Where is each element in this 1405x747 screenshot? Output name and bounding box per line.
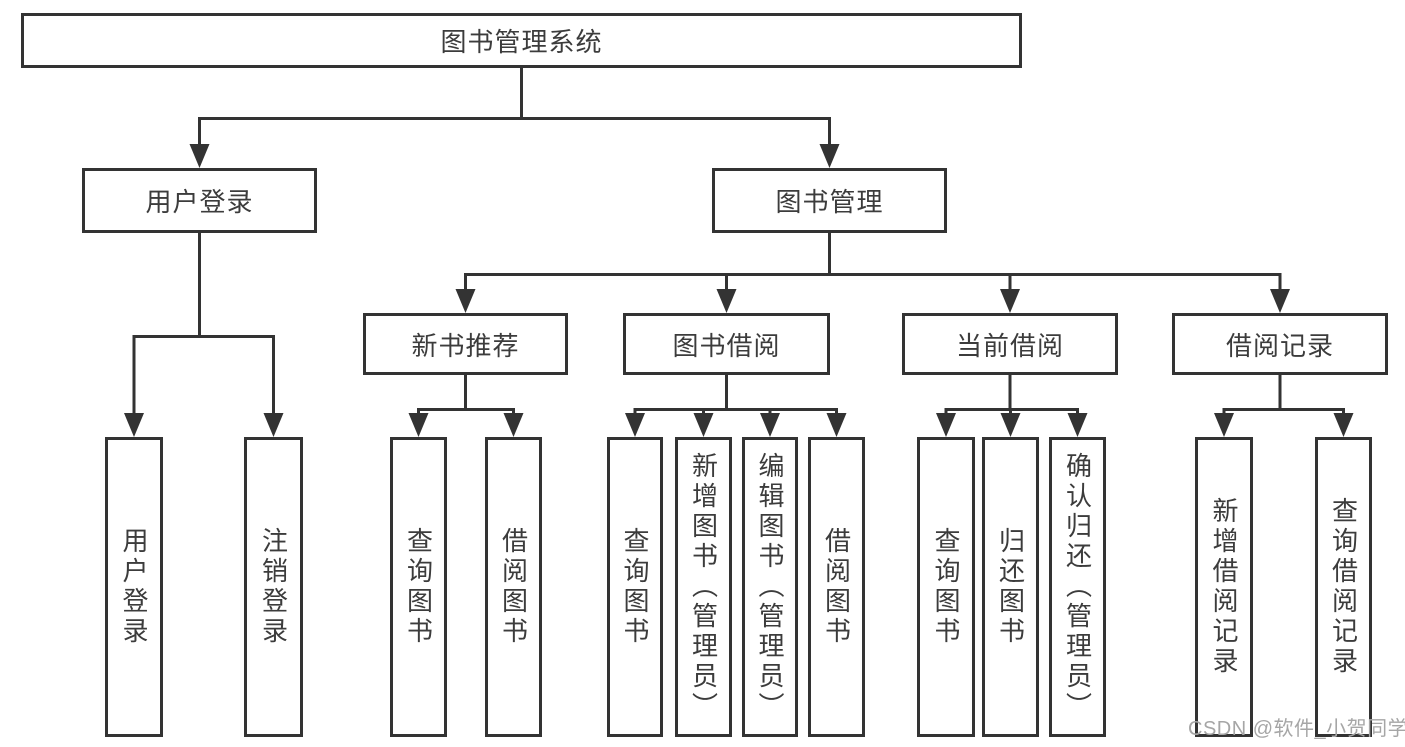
node-current-borrowing: 当前借阅 <box>902 313 1118 375</box>
node-book-management: 图书管理 <box>712 168 947 233</box>
arrowheads-leaves <box>124 413 1354 437</box>
leaf-query-borrow-record: 查询借阅记录 <box>1315 437 1372 737</box>
connector-new-book-recommendation-to-children <box>417 375 515 414</box>
leaf-query-books-recommendation: 查询图书 <box>390 437 447 737</box>
connector-user-login-to-children <box>132 233 275 414</box>
node-library-system: 图书管理系统 <box>21 13 1022 68</box>
connector-book-borrowing-to-children <box>633 375 838 414</box>
leaf-borrow-books-recommendation: 借阅图书 <box>485 437 542 737</box>
leaf-user-login: 用户登录 <box>105 437 163 737</box>
leaf-logout: 注销登录 <box>244 437 303 737</box>
arrowheads-level2 <box>189 144 840 168</box>
connector-root-to-level2 <box>198 68 831 146</box>
connector-borrowing-records-to-children <box>1222 375 1345 414</box>
connector-current-borrowing-to-children <box>944 375 1079 414</box>
connector-book-management-to-level3 <box>464 233 1282 290</box>
watermark: CSDN @软件_小贺同学 <box>1188 718 1405 740</box>
leaf-add-books-admin: 新增图书（管理员） <box>675 437 732 737</box>
leaf-query-books-current: 查询图书 <box>917 437 975 737</box>
leaf-return-books: 归还图书 <box>982 437 1039 737</box>
leaf-add-borrow-record: 新增借阅记录 <box>1195 437 1253 737</box>
node-user-login: 用户登录 <box>82 168 317 233</box>
arrowheads-level3 <box>455 289 1290 313</box>
leaf-edit-books-admin: 编辑图书（管理员） <box>742 437 798 737</box>
leaf-borrow-books-borrowing: 借阅图书 <box>808 437 865 737</box>
node-book-borrowing: 图书借阅 <box>623 313 830 375</box>
leaf-query-books-borrowing: 查询图书 <box>607 437 663 737</box>
node-new-book-recommendation: 新书推荐 <box>363 313 568 375</box>
node-borrowing-records: 借阅记录 <box>1172 313 1388 375</box>
leaf-confirm-return-admin: 确认归还（管理员） <box>1049 437 1106 737</box>
